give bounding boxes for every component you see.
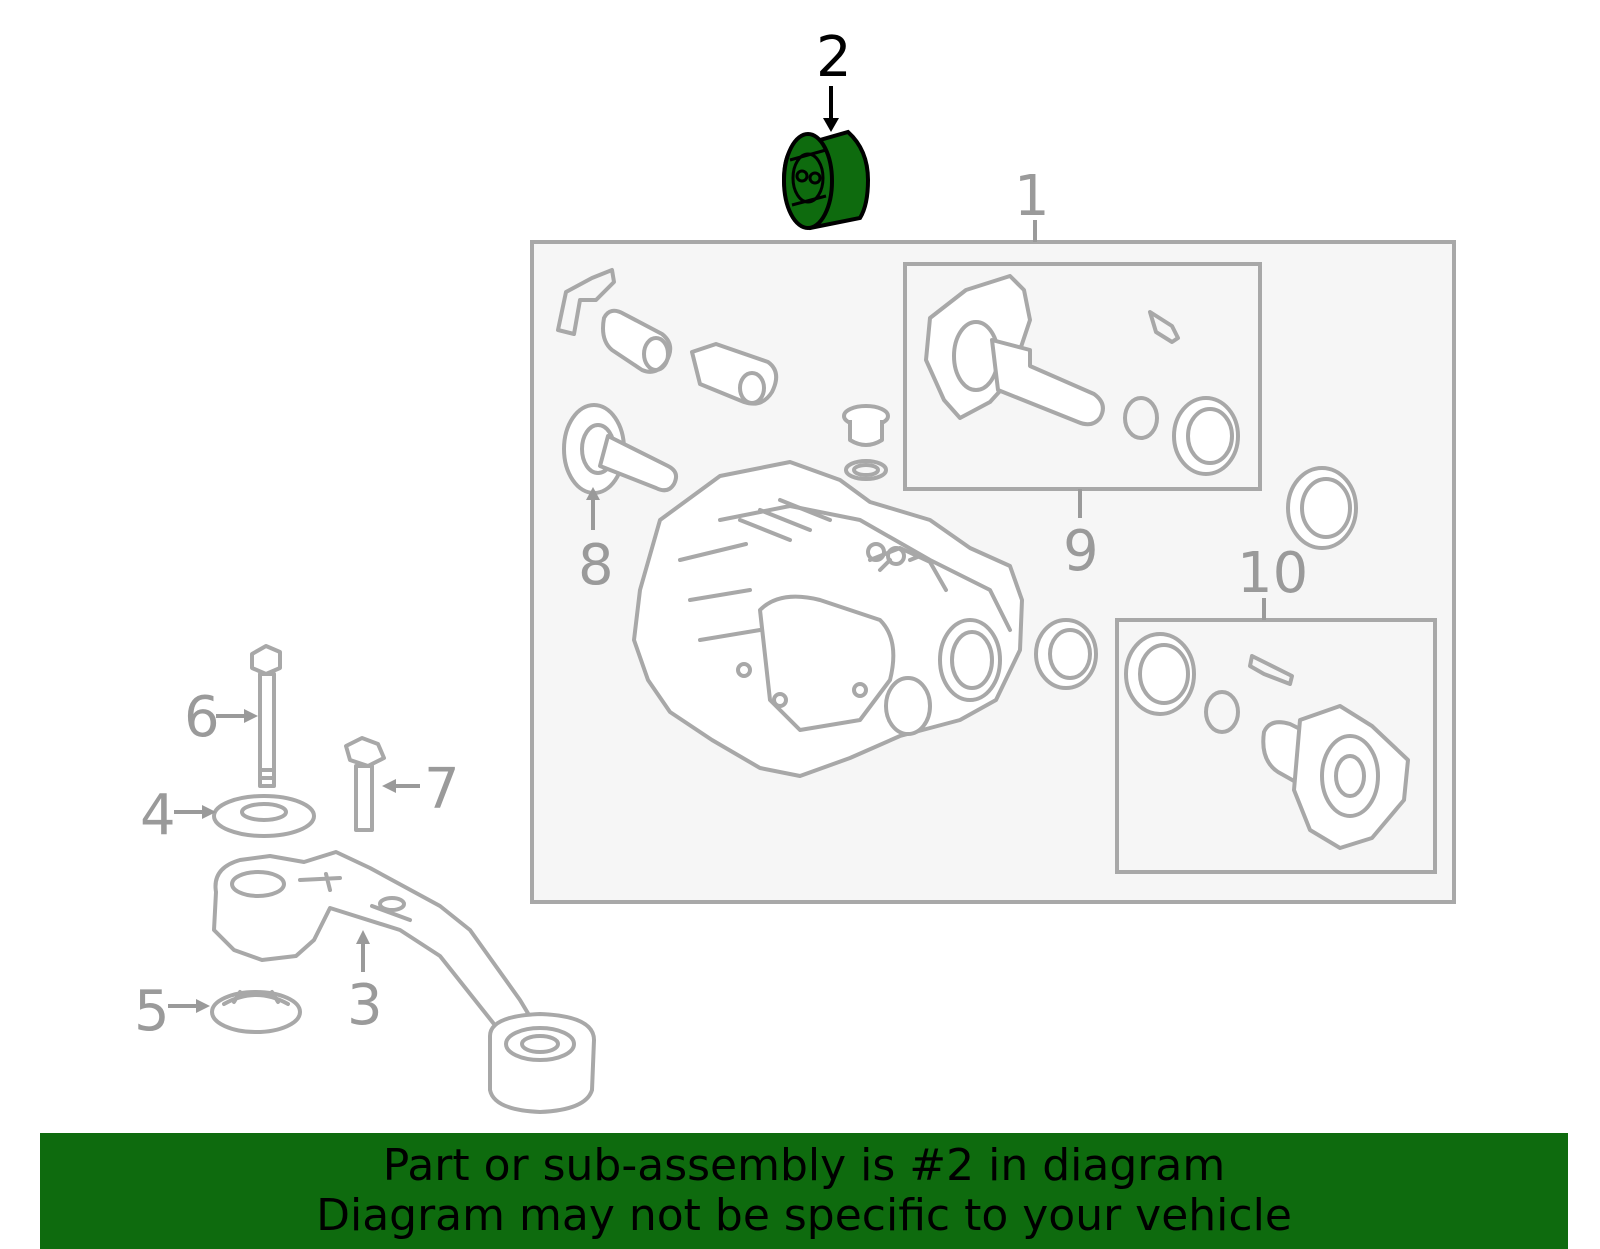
part-4-washer[interactable] <box>212 794 316 838</box>
info-banner: Part or sub-assembly is #2 in diagram Di… <box>40 1133 1568 1249</box>
leader-4-arrowhead <box>202 805 216 819</box>
leader-6-arrowhead <box>244 709 258 723</box>
differential-carrier-housing <box>632 460 1024 778</box>
callout-2: 2 <box>816 25 852 90</box>
part-3-support-member[interactable] <box>212 850 596 1114</box>
outer-oil-seal <box>1286 466 1358 550</box>
drain-plug-and-gasket <box>842 404 890 481</box>
part-5-lower-cushion[interactable] <box>210 990 302 1034</box>
leader-7-arrowhead <box>382 779 396 793</box>
callout-1: 1 <box>1014 164 1050 229</box>
part-7-bolt[interactable] <box>344 736 386 832</box>
box-10-axle-shaft-parts <box>1124 632 1410 850</box>
banner-part-line: Part or sub-assembly is #2 in diagram <box>382 1140 1226 1191</box>
callout-5: 5 <box>134 979 170 1044</box>
part-6-bolt[interactable] <box>250 644 282 788</box>
side-oil-seal <box>1034 618 1098 690</box>
part-2-differential-mount-bushing[interactable] <box>781 129 871 231</box>
callout-9: 9 <box>1063 519 1099 584</box>
callout-8: 8 <box>578 533 614 598</box>
sensor-bracket-parts <box>556 268 779 406</box>
leader-2-arrowhead <box>823 118 839 132</box>
callout-3: 3 <box>347 973 383 1038</box>
callout-6: 6 <box>184 685 220 750</box>
part-8-flange[interactable] <box>562 403 678 495</box>
banner-disclaimer-line: Diagram may not be specific to your vehi… <box>316 1190 1292 1241</box>
leader-3-arrowhead <box>356 930 370 944</box>
leader-5-arrowhead <box>196 999 210 1013</box>
box-9-axle-shaft-parts <box>924 274 1240 476</box>
leader-8-arrowhead <box>586 487 600 500</box>
callout-4: 4 <box>140 783 176 848</box>
callout-7: 7 <box>424 757 460 822</box>
callout-10: 10 <box>1237 541 1308 606</box>
